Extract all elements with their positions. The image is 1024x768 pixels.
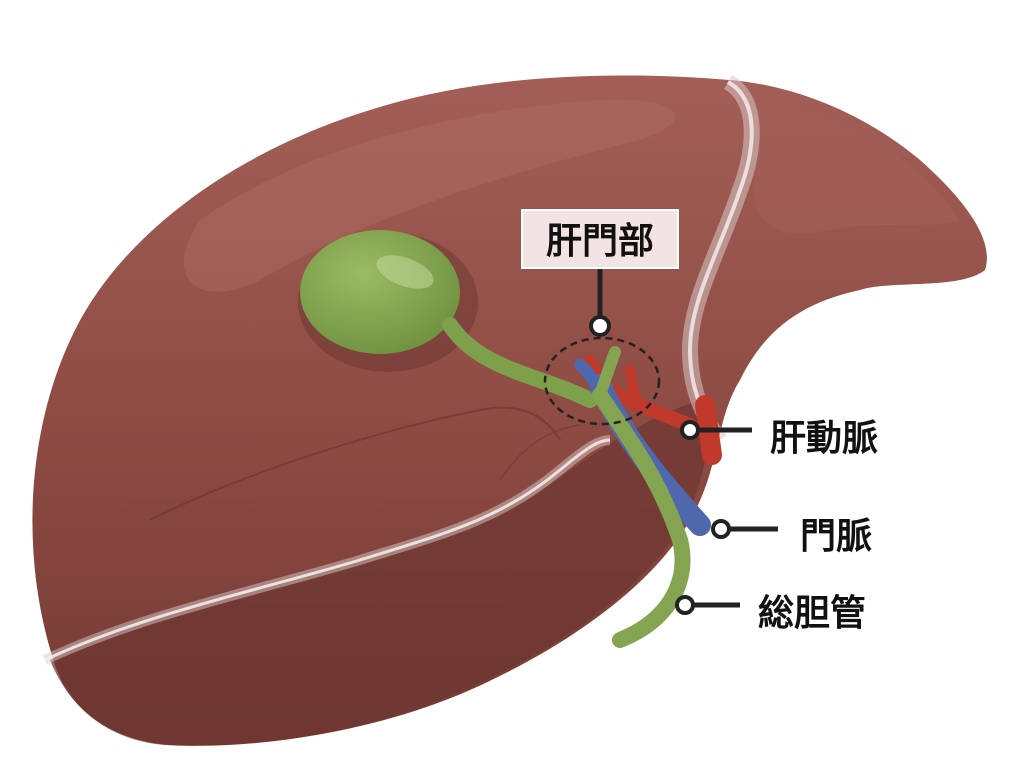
left-lobe-highlight — [752, 100, 960, 234]
gallbladder — [298, 230, 598, 408]
cystic-duct — [442, 317, 598, 408]
liver — [32, 75, 987, 746]
bile-duct-label: 総胆管 — [758, 593, 866, 634]
liver-contour — [149, 406, 561, 521]
artery-leader-dot — [680, 420, 700, 440]
hilum-label-box — [521, 209, 679, 269]
liver-lower-shade — [50, 400, 708, 746]
portal-vein-leader-dot — [711, 519, 731, 539]
falciform-ligament — [42, 75, 760, 665]
hilum-circle — [543, 336, 661, 426]
gallbladder-body — [300, 230, 460, 354]
portal-vein-label: 門脈 — [800, 516, 872, 557]
common-bile-duct — [592, 346, 691, 648]
artery-label: 肝動脈 — [770, 418, 878, 459]
liver-body — [32, 75, 987, 746]
liver-highlight — [183, 99, 675, 292]
hilum-leader-dot — [589, 315, 611, 337]
liver-contour-2 — [499, 424, 581, 481]
bile-duct-leader-dot — [675, 595, 695, 615]
hilum-label: 肝門部 — [546, 221, 654, 262]
gallbladder-sheen — [376, 255, 434, 289]
